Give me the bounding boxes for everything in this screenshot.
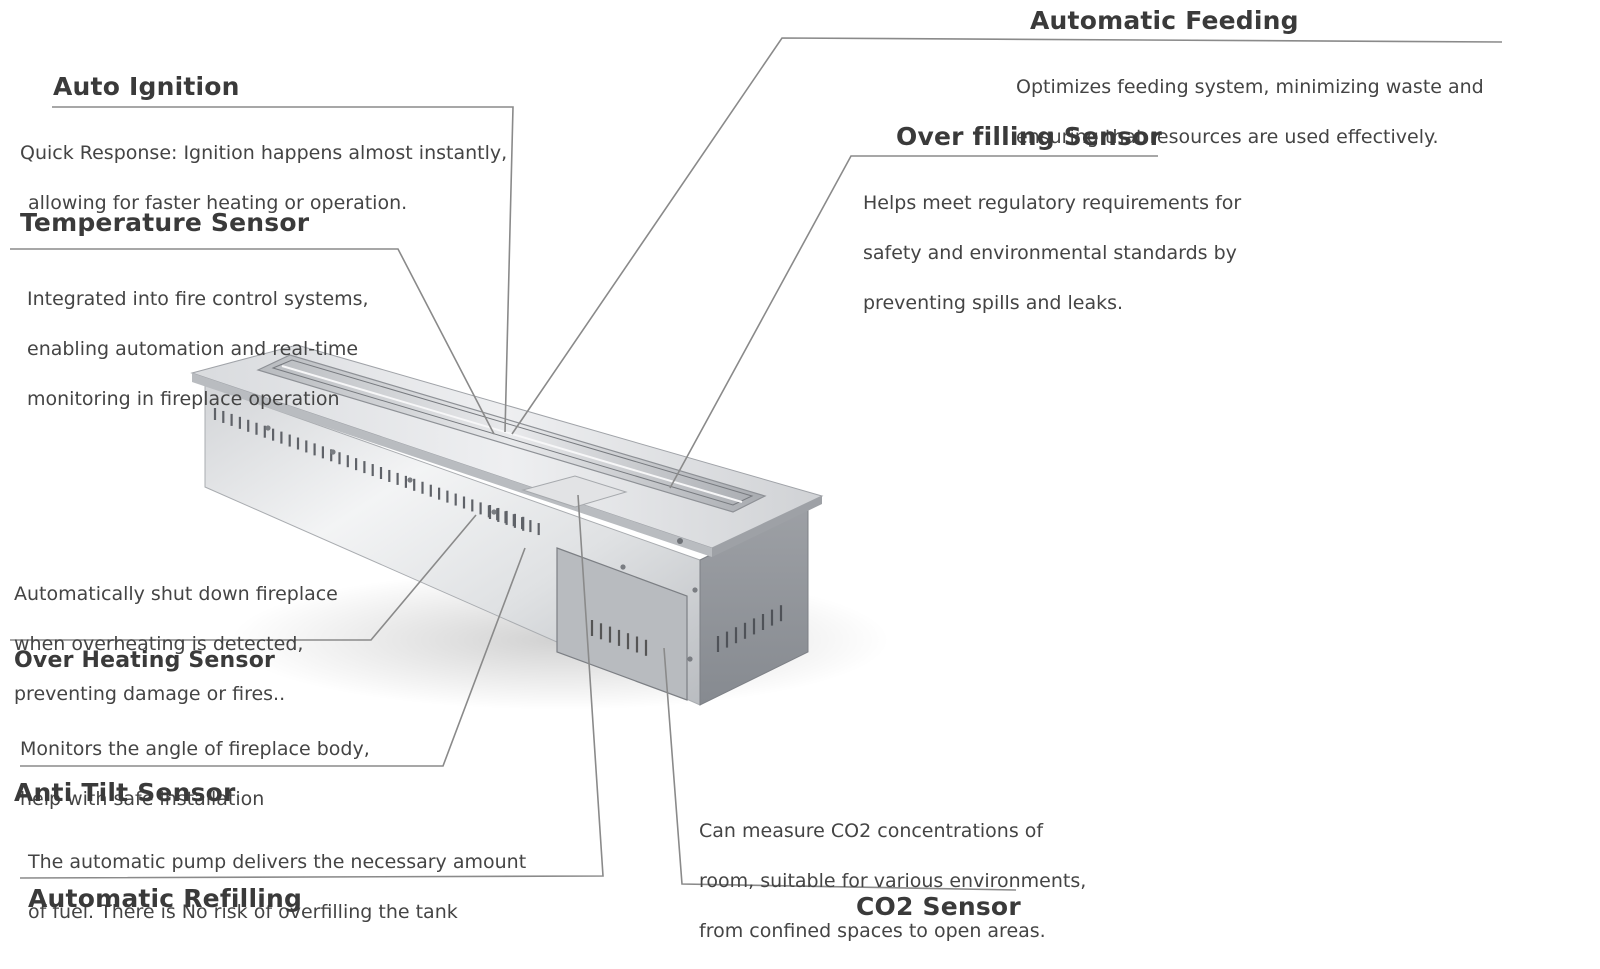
fireplace-diagram [10, 37, 1503, 891]
end-vent-slots [716, 605, 783, 652]
auto-ignition-title: Auto Ignition [53, 72, 240, 101]
leader-anti-tilt-sensor [20, 547, 526, 767]
automatic-feeding-title: Automatic Feeding [1030, 6, 1299, 35]
auto-ignition-description: Quick Response: Ignition happens almost … [20, 142, 508, 214]
over-filling-sensor-description: Helps meet regulatory requirements for s… [863, 192, 1242, 314]
leader-co2-sensor [663, 647, 1017, 891]
top-hatch [521, 475, 628, 508]
over-heating-sensor-title: Over Heating Sensor [14, 648, 276, 673]
automatic-refilling-title: Automatic Refilling [28, 884, 303, 913]
automatic-feeding-description: Optimizes feeding system, minimizing was… [1016, 76, 1484, 148]
over-filling-sensor-title: Over filling Sensor [896, 122, 1163, 151]
panel-vent-slots [590, 620, 648, 656]
temperature-sensor-description: Integrated into fire control systems, en… [27, 288, 369, 410]
leader-over-filling-sensor [669, 155, 1158, 489]
co2-sensor-description: Can measure CO2 concentrations of room, … [699, 820, 1087, 942]
leader-automatic-refilling [19, 494, 604, 879]
anti-tilt-sensor-title: Anti Tilt Sensor [14, 778, 236, 807]
temperature-sensor-title: Temperature Sensor [20, 208, 310, 237]
co2-sensor-title: CO2 Sensor [856, 892, 1021, 921]
front-vent-slots [213, 408, 540, 536]
automatic-refilling-description: The automatic pump delivers the necessar… [28, 851, 527, 923]
leader-automatic-feeding [511, 37, 1503, 435]
leader-over-heating-sensor [10, 514, 477, 641]
fireplace-top-lip [192, 373, 712, 557]
leader-temperature-sensor [10, 248, 495, 435]
over-heating-sensor-description: Automatically shut down fireplace when o… [14, 583, 338, 705]
anti-tilt-sensor-description: Monitors the angle of fireplace body, he… [20, 738, 370, 810]
leader-auto-ignition [52, 106, 514, 433]
